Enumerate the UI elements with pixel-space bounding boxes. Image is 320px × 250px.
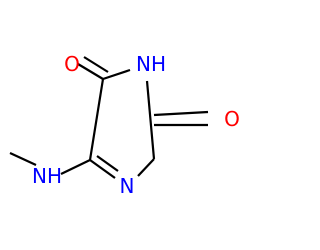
bond-c5-o-double <box>83 56 109 73</box>
atom-nh-left: NH <box>32 164 62 188</box>
molecule-structure: O NH O N NH <box>9 52 240 198</box>
atom-nitrogen-ring: N <box>120 174 135 198</box>
bond-n3-c2 <box>137 158 155 177</box>
bond-c2-n1 <box>145 80 156 160</box>
bond-c2-o <box>153 110 209 117</box>
bond-methyl-nh <box>9 152 37 166</box>
bond-n1-c5 <box>102 68 131 81</box>
bond-c4-n3-double <box>96 155 119 172</box>
atom-oxygen-top: O <box>64 52 80 76</box>
bond-nh-c4 <box>60 159 91 175</box>
bond-c4-n3 <box>89 159 116 179</box>
bond-c5-o <box>77 63 104 80</box>
bond-c5-c4 <box>88 78 105 161</box>
atom-nh-top: NH <box>136 52 166 76</box>
atom-oxygen-right: O <box>224 107 240 131</box>
